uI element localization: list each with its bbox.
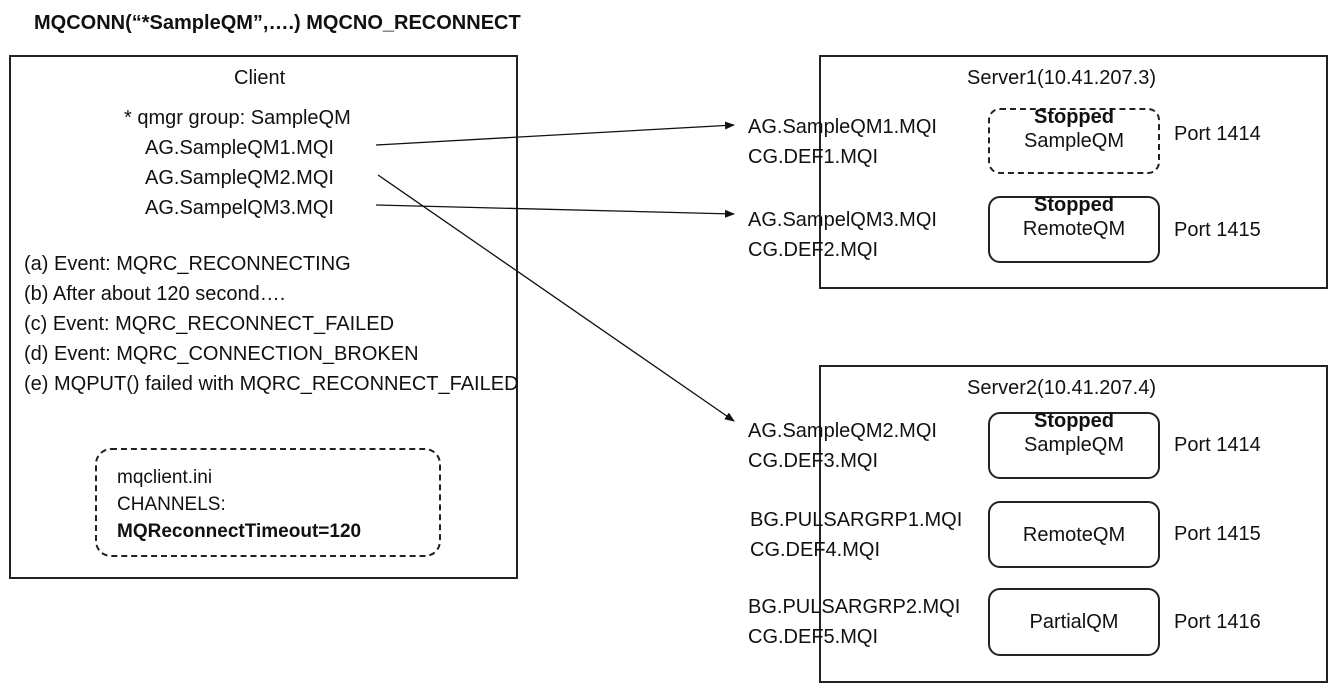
server2-qm-remoteqm: RemoteQM <box>988 501 1160 568</box>
server1-label: Server1(10.41.207.3) <box>967 67 1157 89</box>
arrow-qm1-to-server1 <box>375 121 735 146</box>
server1-channel-1: AG.SampleQM1.MQI <box>748 116 937 138</box>
config-section: CHANNELS: <box>117 494 226 515</box>
server2-box <box>819 365 1328 683</box>
client-event-a: (a) Event: MQRC_RECONNECTING <box>24 253 351 275</box>
client-event-e: (e) MQPUT() failed with MQRC_RECONNECT_F… <box>24 373 519 395</box>
qm-status-stopped: Stopped <box>1034 106 1114 128</box>
server2-channel-1: AG.SampleQM2.MQI <box>748 420 937 442</box>
server2-cg-2: CG.DEF4.MQI <box>750 539 881 561</box>
qm-status-stopped: Stopped <box>1034 194 1114 216</box>
client-label: Client <box>234 67 286 89</box>
qm-status-stopped: Stopped <box>1034 410 1114 432</box>
server2-cg-3: CG.DEF5.MQI <box>748 626 879 648</box>
client-channel-3: AG.SampelQM3.MQI <box>145 197 334 219</box>
mqclient-ini-box <box>95 448 441 557</box>
server1-cg-2: CG.DEF2.MQI <box>748 239 879 261</box>
server1-box <box>819 55 1328 289</box>
server1-qm-sampleqm: Stopped SampleQM <box>988 106 1160 174</box>
server1-qm-remoteqm: Stopped RemoteQM <box>988 194 1160 263</box>
qm-name: SampleQM <box>1023 434 1125 456</box>
arrow-qm2-to-server2 <box>377 174 735 422</box>
server1-port-1: Port 1414 <box>1174 123 1261 145</box>
qm-name: RemoteQM <box>1022 218 1126 240</box>
server2-cg-1: CG.DEF3.MQI <box>748 450 879 472</box>
diagram-title: MQCONN(“*SampleQM”,….) MQCNO_RECONNECT <box>34 12 521 34</box>
qm-name: SampleQM <box>1023 130 1125 152</box>
client-event-d: (d) Event: MQRC_CONNECTION_BROKEN <box>24 343 419 365</box>
qm-name: PartialQM <box>1029 611 1119 633</box>
arrow-qm3-to-server1 <box>375 204 735 218</box>
server2-port-3: Port 1416 <box>1174 611 1261 633</box>
server2-channel-2: BG.PULSARGRP1.MQI <box>750 509 963 531</box>
client-box <box>9 55 518 579</box>
client-event-b: (b) After about 120 second…. <box>24 283 286 305</box>
server1-channel-2: AG.SampelQM3.MQI <box>748 209 937 231</box>
server2-qm-partialqm: PartialQM <box>988 588 1160 656</box>
server2-port-1: Port 1414 <box>1174 434 1261 456</box>
server1-cg-1: CG.DEF1.MQI <box>748 146 879 168</box>
server1-port-2: Port 1415 <box>1174 219 1261 241</box>
client-event-c: (c) Event: MQRC_RECONNECT_FAILED <box>24 313 395 335</box>
server2-channel-3: BG.PULSARGRP2.MQI <box>748 596 961 618</box>
server2-label: Server2(10.41.207.4) <box>967 377 1157 399</box>
qm-name: RemoteQM <box>1022 524 1126 546</box>
config-setting: MQReconnectTimeout=120 <box>117 521 362 542</box>
client-channel-1: AG.SampleQM1.MQI <box>145 137 334 159</box>
config-file-name: mqclient.ini <box>117 467 213 488</box>
client-channel-2: AG.SampleQM2.MQI <box>145 167 334 189</box>
server2-port-2: Port 1415 <box>1174 523 1261 545</box>
server2-qm-sampleqm: Stopped SampleQM <box>988 410 1160 479</box>
client-qmgr-group: * qmgr group: SampleQM <box>124 107 351 129</box>
